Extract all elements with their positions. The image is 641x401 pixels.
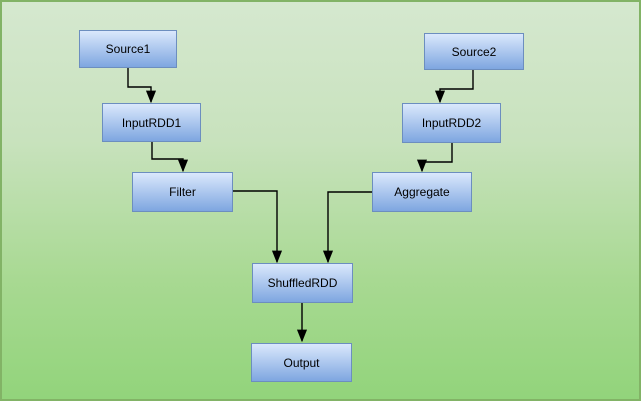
edge-filter-shuffledrdd	[233, 190, 283, 264]
node-aggregate[interactable]: Aggregate	[372, 172, 472, 212]
node-source1[interactable]: Source1	[79, 30, 177, 68]
node-inputrdd2[interactable]: InputRDD2	[402, 103, 501, 143]
node-inputrdd1-label: InputRDD1	[121, 115, 182, 130]
node-filter[interactable]: Filter	[132, 172, 233, 212]
node-output[interactable]: Output	[251, 343, 352, 382]
edge-source1-inputrdd1	[127, 68, 157, 104]
node-inputrdd2-label: InputRDD2	[421, 116, 482, 130]
node-shuffledrdd-label: ShuffledRDD	[267, 276, 338, 290]
node-aggregate-label: Aggregate	[394, 185, 450, 199]
edge-aggregate-shuffledrdd	[322, 191, 372, 264]
edge-inputrdd2-aggregate	[416, 143, 453, 173]
node-shuffledrdd[interactable]: ShuffledRDD	[252, 263, 353, 303]
node-source2[interactable]: Source2	[424, 33, 524, 70]
node-inputrdd1[interactable]: InputRDD1	[102, 103, 201, 142]
node-filter-label: Filter	[169, 185, 196, 199]
node-source2-label: Source2	[451, 44, 497, 59]
node-source1-label: Source1	[105, 42, 151, 56]
edge-inputrdd1-filter	[151, 142, 189, 173]
node-output-label: Output	[283, 355, 320, 370]
edge-source2-inputrdd2	[434, 70, 474, 104]
